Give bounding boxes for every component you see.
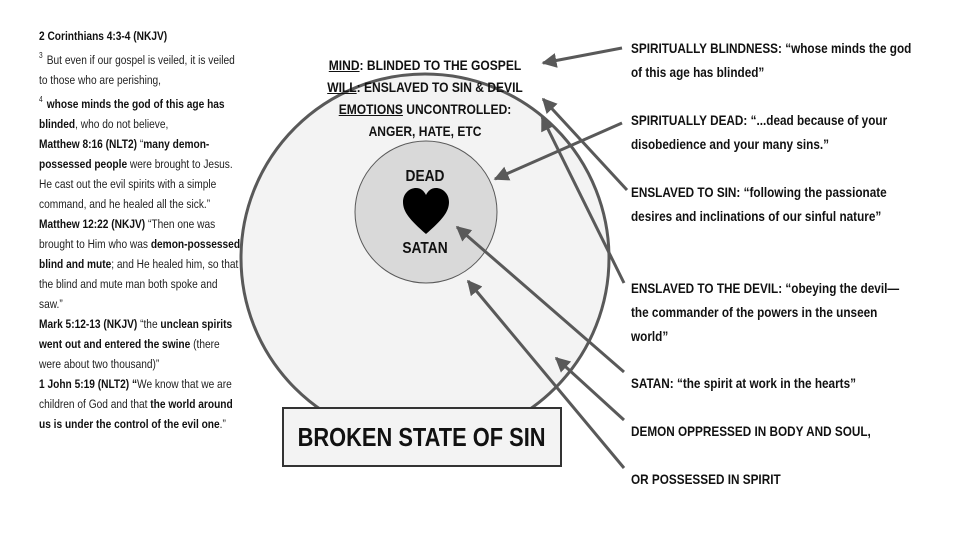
- scripture-text: the world around us is under the control…: [39, 397, 233, 431]
- scripture-text: But even if our gospel is veiled, it is …: [39, 53, 235, 87]
- scripture-paragraph: Matthew 8:16 (NLT2) “many demon-possesse…: [39, 134, 244, 214]
- title-box: BROKEN STATE OF SIN: [282, 407, 562, 467]
- scripture-paragraph: Matthew 12:22 (NKJV) “Then one was broug…: [39, 214, 244, 314]
- arrow-demon-oppressed: [554, 356, 626, 422]
- scripture-text: 2 Corinthians 4:3-4 (NKJV): [39, 29, 168, 43]
- arrow-blindness: [541, 46, 623, 68]
- outer-circle-text: MIND: BLINDED TO THE GOSPEL WILL: ENSLAV…: [318, 54, 533, 142]
- scripture-text: were brought to Jesus. He cast out the e…: [39, 157, 233, 211]
- annotation-dead: SPIRITUALLY DEAD: “...dead because of yo…: [631, 112, 888, 152]
- scripture-text: Mark 5:12-13 (NKJV): [39, 317, 138, 331]
- scripture-text: “the: [137, 317, 161, 331]
- inner-label-satan: SATAN: [402, 240, 448, 257]
- mind-line: MIND: BLINDED TO THE GOSPEL: [328, 57, 522, 73]
- verse-number: 3: [39, 51, 43, 60]
- scripture-text: many demon-possessed people: [39, 137, 210, 171]
- annotation-blindness: SPIRITUALLY BLINDNESS: “whose minds the …: [631, 40, 912, 80]
- verse-number: 4: [39, 95, 43, 104]
- arrow-satan: [455, 225, 625, 374]
- heart-icon: [403, 188, 449, 234]
- annotation-satan: SATAN: “the spirit at work in the hearts…: [631, 375, 857, 391]
- annotation-possessed: OR POSSESSED IN SPIRIT: [631, 471, 781, 487]
- scripture-paragraph: 2 Corinthians 4:3-4 (NKJV): [39, 26, 244, 46]
- scripture-paragraph: 1 John 5:19 (NLT2) “We know that we are …: [39, 374, 244, 434]
- scripture-text: , who do not believe,: [75, 117, 169, 131]
- emotions-line-2: ANGER, HATE, ETC: [368, 123, 482, 139]
- inner-label-dead: DEAD: [405, 168, 445, 185]
- arrow-possessed: [466, 279, 626, 469]
- scripture-text: demon-possessed, blind and mute: [39, 237, 243, 271]
- scripture-text: Matthew 12:22 (NKJV): [39, 217, 146, 231]
- scripture-text: 1 John 5:19 (NLT2) “: [39, 377, 138, 391]
- scripture-text: ; and He healed him, so that the blind a…: [39, 257, 239, 311]
- slide-title: BROKEN STATE OF SIN: [298, 421, 546, 452]
- scripture-paragraph: Mark 5:12-13 (NKJV) “the unclean spirits…: [39, 314, 244, 374]
- scripture-text: “Then one was brought to Him who was: [39, 217, 216, 251]
- scripture-text: “: [137, 137, 144, 151]
- scripture-text: .”: [219, 417, 226, 431]
- scripture-text: We know that we are children of God and …: [39, 377, 232, 411]
- annotation-demon-oppressed: DEMON OPPRESSED IN BODY AND SOUL,: [631, 423, 871, 439]
- arrow-enslaved-sin: [541, 97, 629, 192]
- arrow-enslaved-devil: [540, 115, 626, 284]
- scripture-text: whose minds the god of this age has blin…: [39, 97, 225, 131]
- scripture-text: (there were about two thousand)”: [39, 337, 220, 371]
- scripture-text: unclean spirits went out and entered the…: [39, 317, 233, 351]
- annotation-enslaved-devil: ENSLAVED TO THE DEVIL: “obeying the devi…: [631, 280, 900, 344]
- scripture-text: Matthew 8:16 (NLT2): [39, 137, 138, 151]
- emotions-line: EMOTIONS UNCONTROLLED:: [338, 101, 512, 117]
- annotation-enslaved-sin: ENSLAVED TO SIN: “following the passiona…: [631, 184, 887, 224]
- will-line: WILL: ENSLAVED TO SIN & DEVIL: [327, 79, 523, 95]
